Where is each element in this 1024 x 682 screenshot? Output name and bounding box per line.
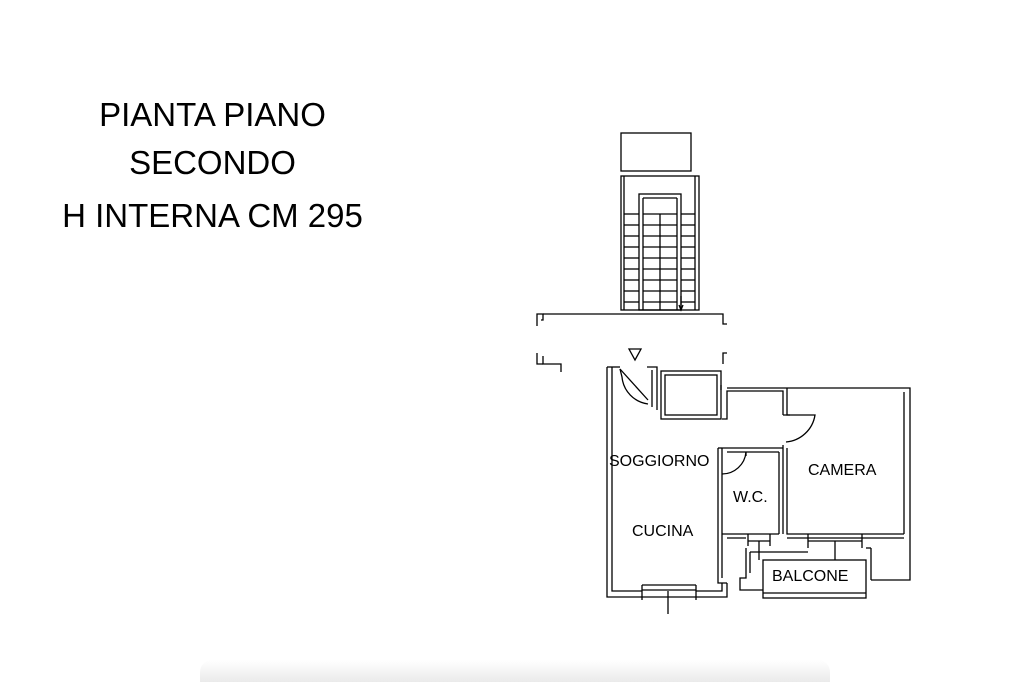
room-label-wc: W.C. bbox=[733, 489, 768, 506]
stair-landing-top bbox=[620, 132, 692, 172]
plan-title: PIANTA PIANO SECONDO H INTERNA CM 295 bbox=[40, 90, 385, 241]
balcony-wall-left bbox=[739, 548, 763, 591]
stairwell bbox=[620, 132, 700, 312]
room-label-balcone: BALCONE bbox=[772, 568, 848, 585]
apartment-walls bbox=[606, 366, 911, 614]
stair-steps bbox=[624, 213, 695, 303]
balcony bbox=[762, 559, 867, 599]
room-label-camera: CAMERA bbox=[808, 462, 877, 479]
title-line-2: SECONDO bbox=[129, 144, 296, 181]
title-line-1: PIANTA PIANO bbox=[99, 96, 326, 133]
room-label-cucina: CUCINA bbox=[632, 523, 694, 540]
bottom-shadow bbox=[200, 660, 830, 682]
entrance-marker bbox=[627, 348, 643, 362]
corridor bbox=[536, 313, 727, 372]
storage-box bbox=[660, 370, 722, 420]
room-label-soggiorno: SOGGIORNO bbox=[609, 453, 709, 470]
title-line-3: H INTERNA CM 295 bbox=[62, 197, 363, 234]
